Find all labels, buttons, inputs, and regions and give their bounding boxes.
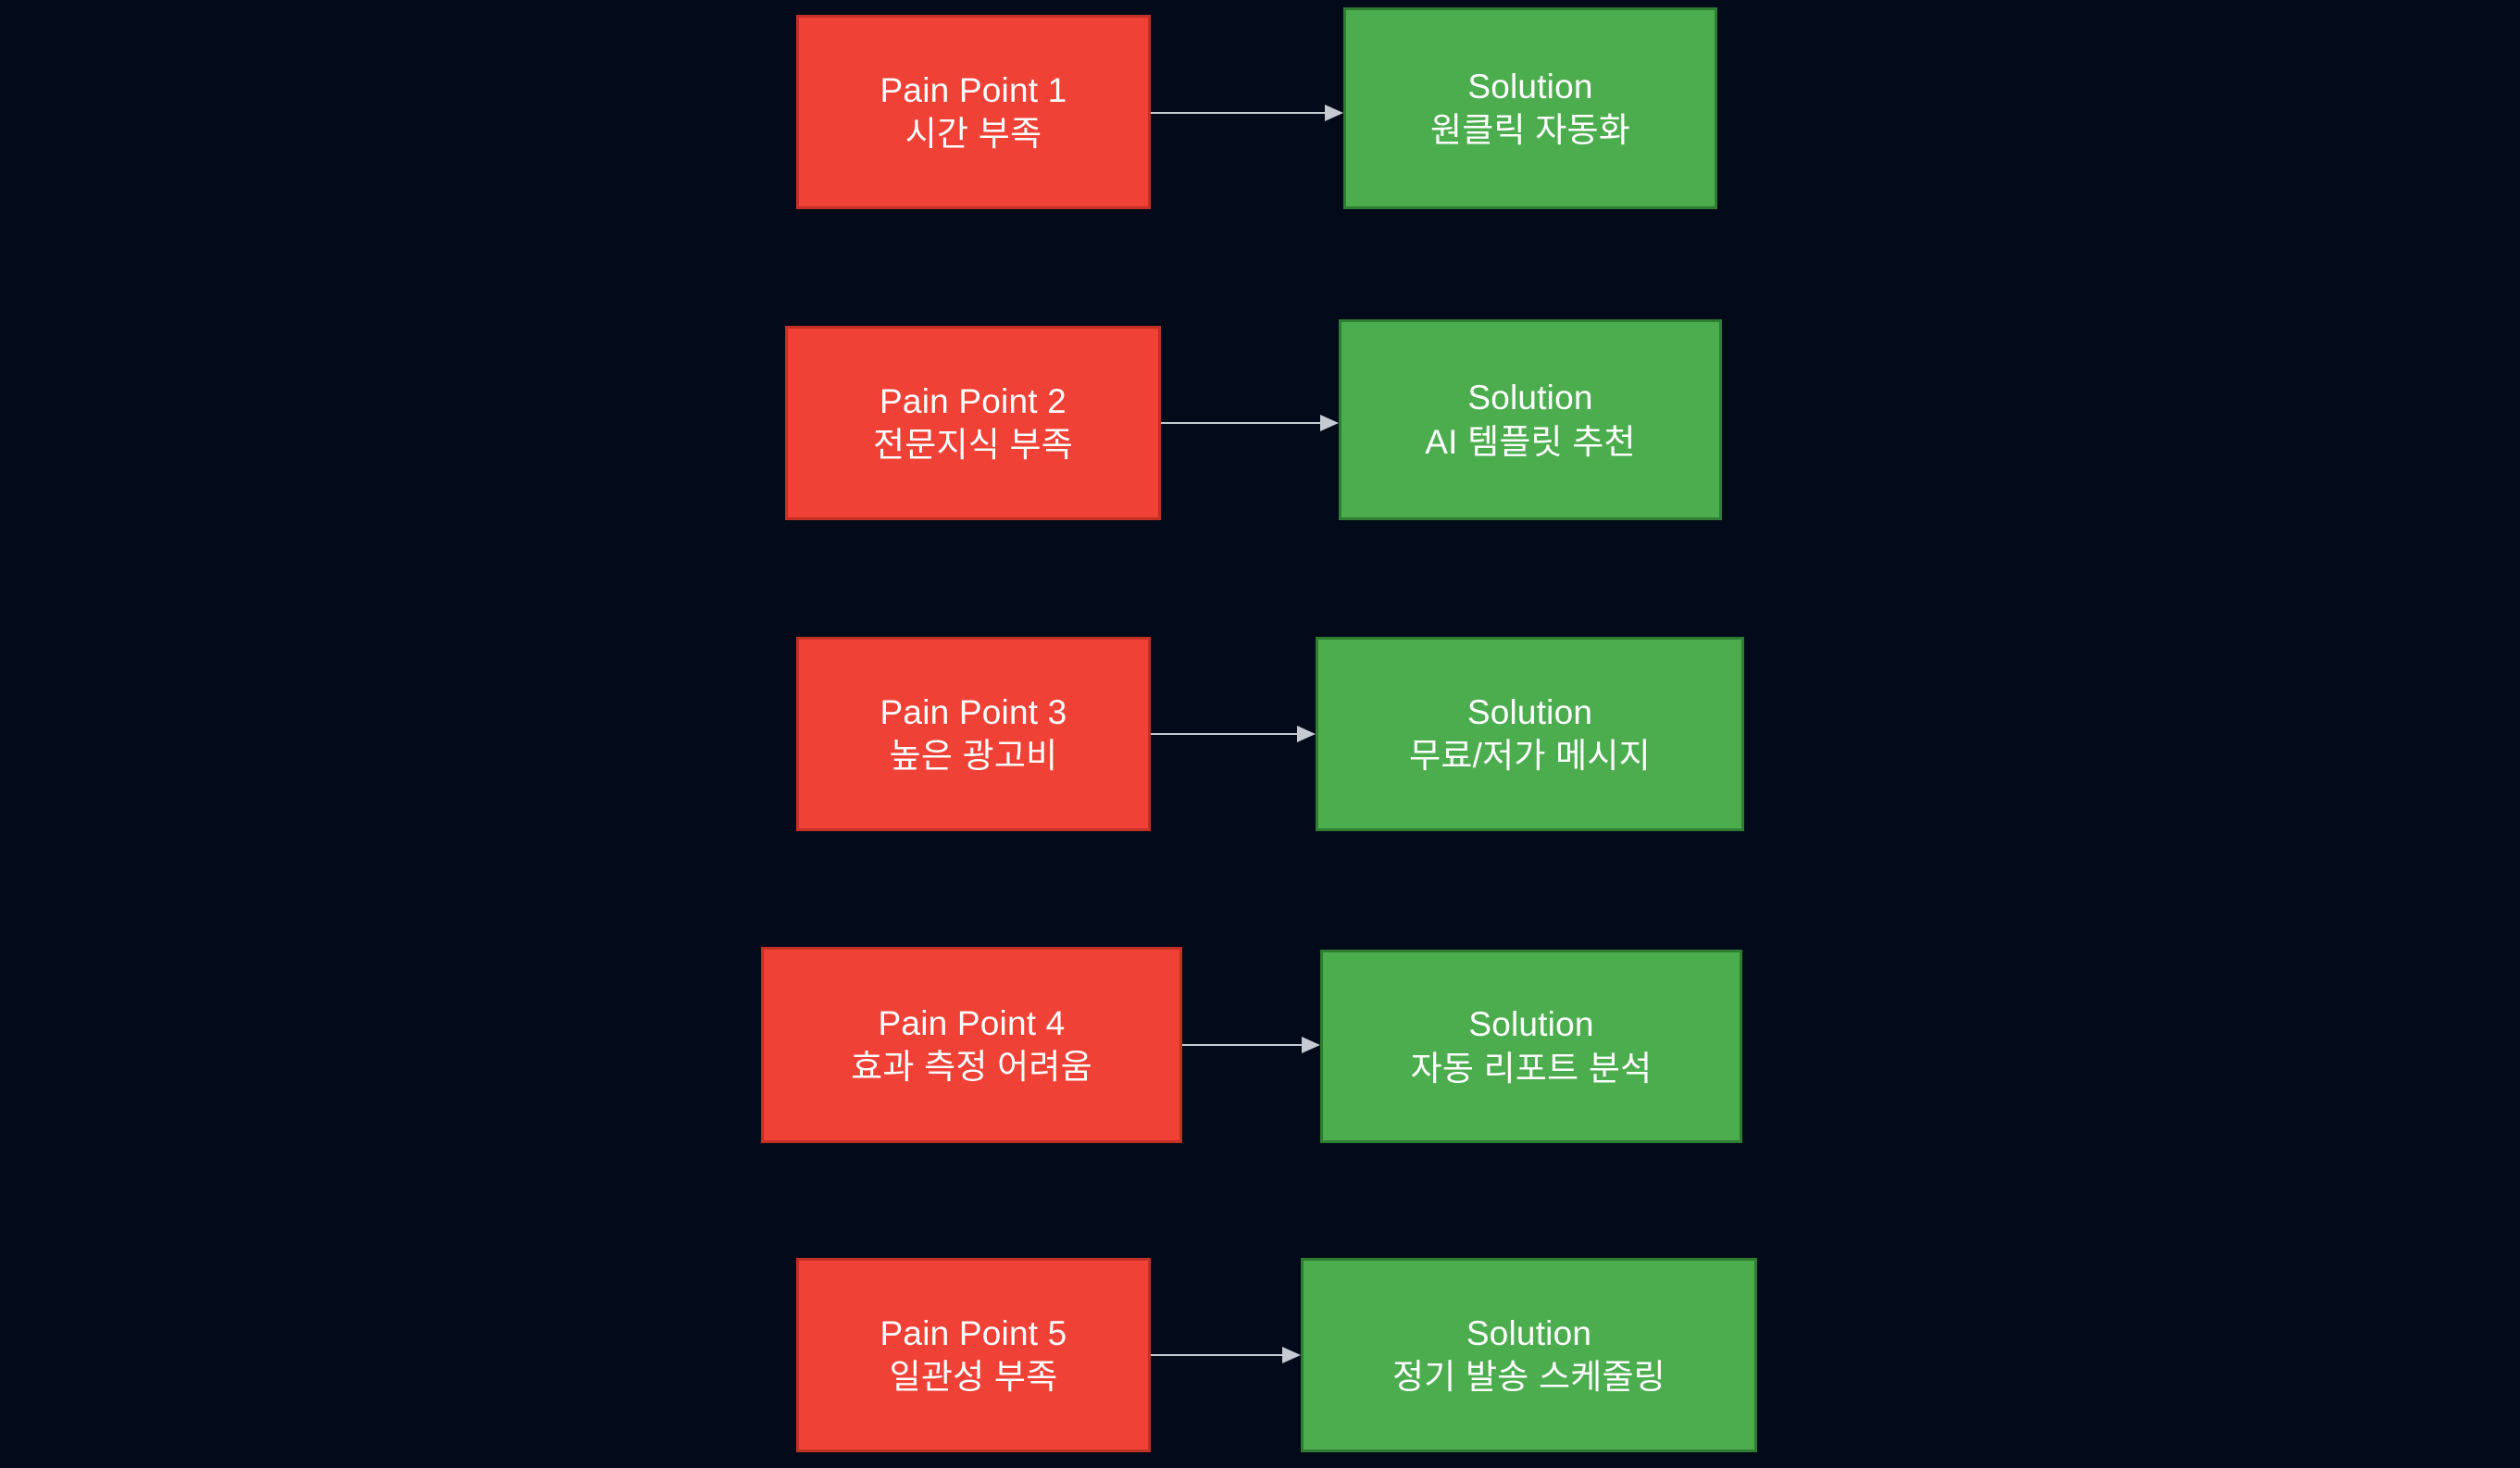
- arrowhead-icon: [1302, 1037, 1320, 1053]
- arrowhead-icon: [1282, 1347, 1301, 1363]
- node-detail: AI 템플릿 추천: [1425, 422, 1636, 461]
- node-title: Pain Point 1: [880, 70, 1067, 109]
- node-detail: 자동 리포트 분석: [1410, 1049, 1653, 1088]
- node-solution-4[interactable]: Solution 자동 리포트 분석: [1320, 950, 1742, 1143]
- edge-pain-2-to-solution-2: [1161, 413, 1339, 433]
- node-detail: 효과 측정 어려움: [851, 1048, 1092, 1086]
- node-title: Solution: [1466, 1313, 1592, 1352]
- edge-line: [1151, 112, 1325, 114]
- edge-line: [1161, 422, 1320, 424]
- node-title: Solution: [1467, 379, 1593, 417]
- node-detail: 원클릭 자동화: [1430, 111, 1630, 149]
- node-pain-point-1[interactable]: Pain Point 1 시간 부족: [796, 15, 1151, 209]
- node-title: Solution: [1466, 692, 1593, 731]
- node-title: Pain Point 3: [880, 692, 1067, 731]
- node-pain-point-2[interactable]: Pain Point 2 전문지식 부족: [785, 326, 1161, 520]
- node-pain-point-4[interactable]: Pain Point 4 효과 측정 어려움: [761, 947, 1182, 1143]
- node-solution-5[interactable]: Solution 정기 발송 스케줄링: [1301, 1258, 1757, 1452]
- node-solution-3[interactable]: Solution 무료/저가 메시지: [1316, 637, 1744, 831]
- arrowhead-icon: [1325, 105, 1343, 121]
- edge-pain-4-to-solution-4: [1182, 1035, 1320, 1055]
- node-detail: 무료/저가 메시지: [1409, 737, 1651, 775]
- node-title: Solution: [1467, 67, 1593, 106]
- edge-line: [1151, 1354, 1282, 1356]
- node-detail: 전문지식 부족: [873, 426, 1073, 464]
- arrowhead-icon: [1320, 415, 1339, 431]
- node-pain-point-3[interactable]: Pain Point 3 높은 광고비: [796, 637, 1151, 831]
- node-pain-point-5[interactable]: Pain Point 5 일관성 부족: [796, 1258, 1151, 1452]
- node-detail: 일관성 부족: [889, 1358, 1058, 1396]
- node-solution-2[interactable]: Solution AI 템플릿 추천: [1339, 319, 1722, 520]
- node-title: Pain Point 2: [880, 381, 1067, 420]
- edge-line: [1182, 1044, 1302, 1046]
- edge-line: [1151, 733, 1297, 735]
- edge-pain-3-to-solution-3: [1151, 724, 1316, 744]
- node-detail: 시간 부족: [904, 115, 1042, 153]
- edge-pain-1-to-solution-1: [1151, 103, 1343, 123]
- arrowhead-icon: [1297, 726, 1316, 742]
- node-title: Pain Point 4: [878, 1003, 1066, 1042]
- node-detail: 정기 발송 스케줄링: [1392, 1358, 1665, 1396]
- edge-pain-5-to-solution-5: [1151, 1345, 1301, 1365]
- node-title: Solution: [1468, 1005, 1594, 1044]
- node-title: Pain Point 5: [880, 1313, 1067, 1352]
- node-detail: 높은 광고비: [889, 737, 1058, 775]
- node-solution-1[interactable]: Solution 원클릭 자동화: [1343, 7, 1717, 209]
